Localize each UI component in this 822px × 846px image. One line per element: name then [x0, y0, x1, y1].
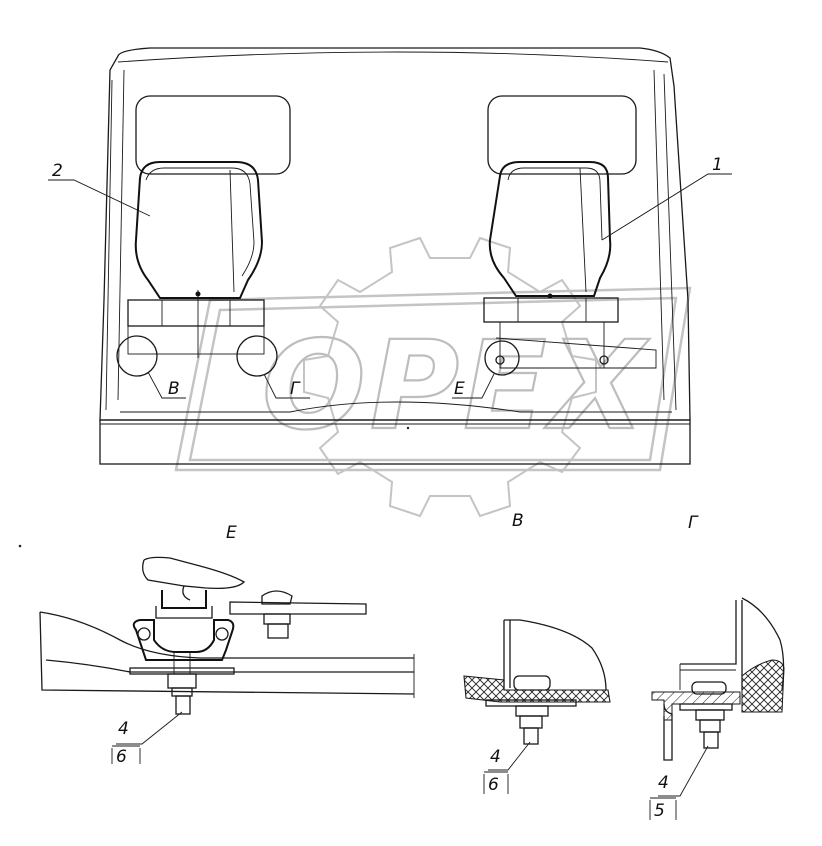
watermark-text: OPEX — [262, 315, 650, 457]
marker-e-circle — [484, 340, 520, 376]
cab-sill — [99, 419, 691, 465]
callout-2: 2 — [52, 161, 63, 181]
detail-e-part-bottom: 6 — [116, 747, 127, 767]
detail-e-title: Е — [226, 523, 237, 543]
cab-outline — [99, 47, 691, 421]
marker-g-circle — [236, 335, 278, 377]
watermark-gear — [303, 236, 597, 518]
window-left — [135, 95, 291, 175]
detail-v-part-top: 4 — [490, 747, 501, 767]
detail-v-part-bottom: 6 — [488, 775, 499, 795]
detail-v-title: В — [512, 511, 524, 531]
watermark: OPEX — [174, 236, 692, 518]
window-right — [487, 95, 637, 175]
seat-right — [483, 161, 657, 369]
detail-g-part-top: 4 — [658, 773, 669, 793]
detail-g — [651, 597, 785, 797]
seat-left — [127, 161, 265, 358]
detail-e-part-top: 4 — [118, 719, 129, 739]
main-view — [48, 47, 732, 465]
detail-g-part-bottom: 5 — [654, 801, 665, 821]
detail-g-title: Г — [688, 513, 699, 533]
detail-v — [463, 619, 611, 771]
watermark-frame — [174, 286, 692, 472]
marker-g-label: Г — [290, 379, 301, 399]
detail-e — [39, 556, 415, 745]
callout-1: 1 — [712, 155, 723, 175]
marker-e-label: Е — [454, 379, 465, 399]
marker-v-label: В — [168, 379, 180, 399]
marker-v-circle — [116, 335, 158, 377]
